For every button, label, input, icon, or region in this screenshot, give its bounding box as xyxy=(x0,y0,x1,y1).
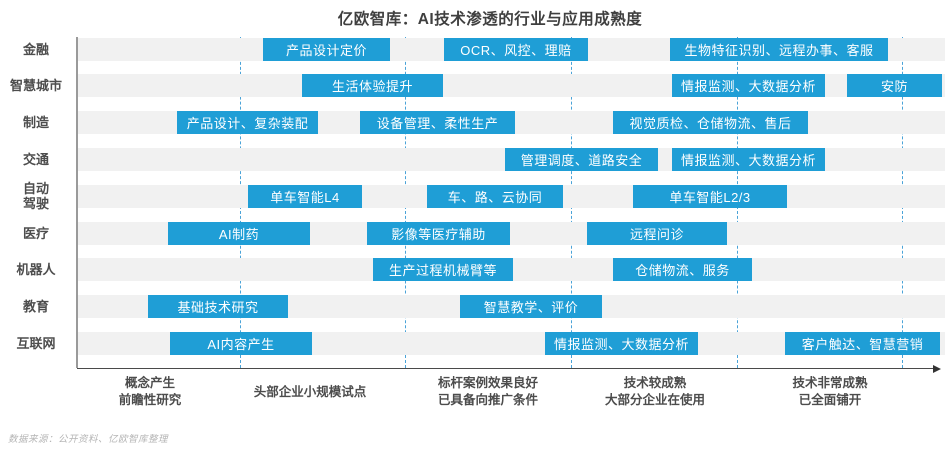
row-label: 制造 xyxy=(22,115,49,131)
row-label: 医疗 xyxy=(22,225,49,241)
app-bar: 视觉质检、仓储物流、售后 xyxy=(613,111,808,135)
stage-label: 技术非常成熟 已全面铺开 xyxy=(792,376,868,407)
app-bar: 设备管理、柔性生产 xyxy=(360,111,515,135)
stage-label: 技术较成熟 大部分企业在使用 xyxy=(604,376,705,407)
app-bar: 管理调度、道路安全 xyxy=(505,147,658,171)
x-axis-line xyxy=(77,368,935,369)
chart-title: 亿欧智库：AI技术渗透的行业与应用成熟度 xyxy=(337,11,643,28)
row-label: 金融 xyxy=(22,41,49,57)
row-label: 机器人 xyxy=(16,262,56,278)
y-axis-line xyxy=(76,37,78,368)
app-bar: 产品设计、复杂装配 xyxy=(177,111,318,135)
stage-label: 概念产生 前瞻性研究 xyxy=(118,376,182,407)
row-label: 教育 xyxy=(22,299,49,315)
app-bar: 影像等医疗辅助 xyxy=(367,221,510,245)
row-label: 互联网 xyxy=(16,335,56,351)
app-bar: AI制药 xyxy=(168,221,310,245)
app-bar: 智慧教学、评价 xyxy=(460,295,602,319)
app-bar: 客户触达、智慧营销 xyxy=(785,331,940,355)
app-bar: AI内容产生 xyxy=(170,331,312,355)
app-bar: 单车智能L2/3 xyxy=(633,184,787,208)
row-label: 自动 驾驶 xyxy=(22,181,49,212)
stage-label: 头部企业小规模试点 xyxy=(253,384,367,399)
app-bar: 仓储物流、服务 xyxy=(613,258,752,282)
app-bar: 安防 xyxy=(847,74,942,98)
x-axis-arrow-icon xyxy=(933,364,941,373)
row-label: 智慧城市 xyxy=(9,78,62,94)
stage-label: 标杆案例效果良好 已具备向推广条件 xyxy=(437,376,538,407)
app-bar: 远程问诊 xyxy=(587,221,727,245)
app-bar: 生物特征识别、远程办事、客服 xyxy=(670,37,888,61)
app-bar: 车、路、云协同 xyxy=(427,184,563,208)
source-note: 数据来源：公开资料、亿欧智库整理 xyxy=(8,434,169,445)
app-bar: 基础技术研究 xyxy=(148,295,288,319)
app-bar: 情报监测、大数据分析 xyxy=(545,331,698,355)
app-bar: 生产过程机械臂等 xyxy=(373,258,513,282)
app-bar: 单车智能L4 xyxy=(248,184,362,208)
app-bar: 情报监测、大数据分析 xyxy=(672,74,825,98)
row-label: 交通 xyxy=(22,151,49,167)
app-bar: 情报监测、大数据分析 xyxy=(672,147,825,171)
app-bar: 生活体验提升 xyxy=(302,74,443,98)
app-bar: 产品设计定价 xyxy=(263,37,390,61)
app-bar: OCR、风控、理赔 xyxy=(444,37,588,61)
